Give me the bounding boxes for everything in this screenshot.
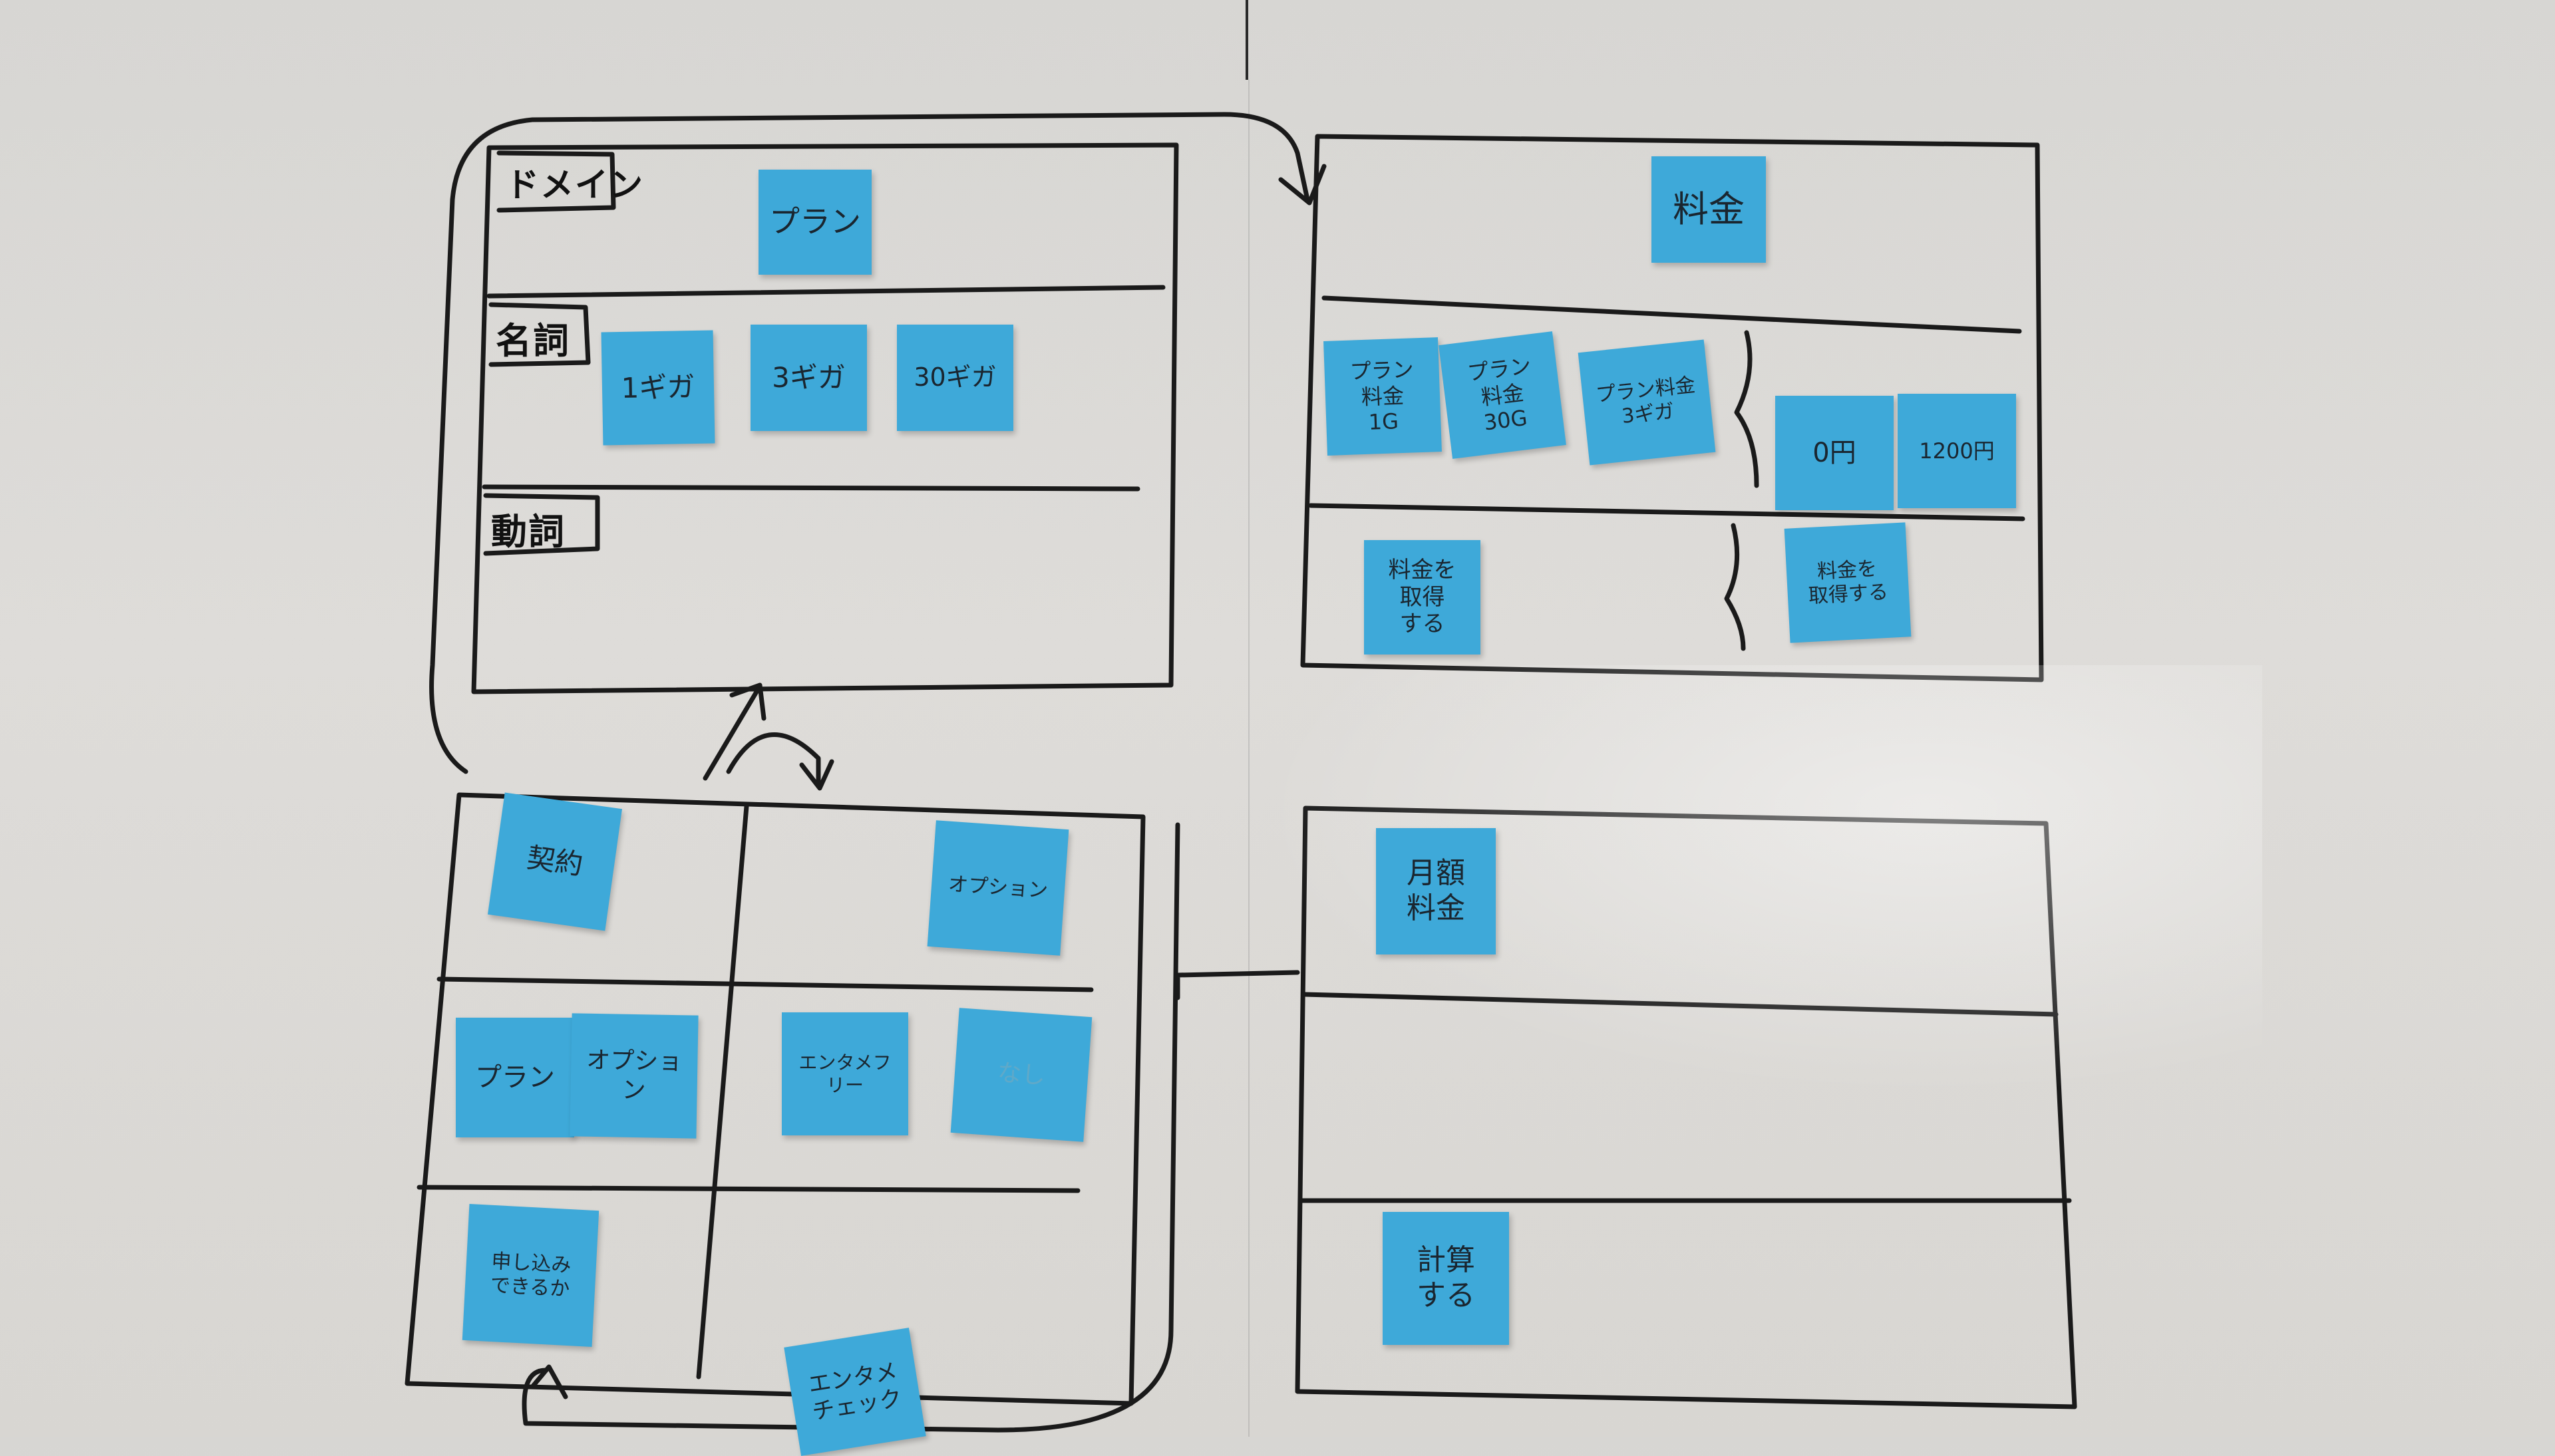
bottom-right-table-border: [1295, 805, 2077, 1409]
row-label-verb: 動詞: [491, 511, 566, 553]
noun-label-box: [488, 302, 591, 367]
row-label-noun: 名詞: [496, 320, 570, 362]
curve-arrow-head: [799, 759, 834, 791]
note-yen-1200: 1200円: [1898, 394, 2016, 508]
note-option-top: オプション: [927, 820, 1069, 956]
note-option-bottom: オプション: [570, 1013, 699, 1139]
brace-2: [1724, 523, 1746, 651]
board-seam-lower: [1248, 80, 1250, 1437]
up-arrow-head: [729, 682, 766, 721]
verb-label-box: [483, 493, 600, 556]
note-plan-price-3g: プラン料金 3ギガ: [1578, 339, 1716, 466]
note-monthly-price: 月額 料金: [1376, 828, 1496, 954]
note-giga-1: 1ギガ: [601, 330, 715, 446]
board-seam: [1246, 0, 1248, 80]
up-arrow: [703, 686, 761, 781]
row-label-domain: ドメイン: [506, 166, 644, 204]
note-contract: 契約: [487, 792, 623, 931]
top-left-row-line-2: [482, 484, 1140, 492]
loop-arrow-top-head: [1278, 164, 1327, 206]
note-plan-bottom: プラン: [456, 1018, 574, 1137]
note-giga-30: 30ギガ: [897, 325, 1013, 431]
note-giga-3: 3ギガ: [751, 325, 867, 431]
top-right-row-line-2: [1308, 503, 2025, 521]
note-price-top: 料金: [1651, 156, 1766, 263]
brace-1: [1734, 330, 1759, 488]
middle-bracket: [1175, 970, 1300, 1000]
bottom-loop: [522, 822, 1180, 1433]
note-plan-price-1g: プラン 料金 1G: [1323, 337, 1442, 456]
note-plan-price-30g: プラン 料金 30G: [1439, 331, 1566, 459]
note-calculate: 計算 する: [1383, 1212, 1509, 1345]
loop-arrow-top: [429, 112, 1310, 774]
note-entame-free: エンタメフリー: [782, 1012, 908, 1135]
top-left-table-border: [471, 142, 1179, 694]
note-plan-top: プラン: [759, 170, 872, 275]
note-apply-possible: 申し込み できるか: [462, 1204, 599, 1347]
bottom-right-row-line-1: [1301, 992, 2059, 1017]
domain-label-box: [496, 150, 616, 213]
note-get-price-right: 料金を 取得する: [1784, 522, 1912, 643]
bottom-left-divider: [696, 803, 749, 1380]
bottom-left-row-line-2: [417, 1185, 1081, 1193]
bottom-left-row-line-1: [436, 976, 1094, 992]
top-right-row-line-1: [1321, 295, 2022, 334]
curve-arrow: [726, 732, 821, 788]
note-get-price-left: 料金を 取得 する: [1364, 540, 1480, 655]
top-right-table-border: [1300, 134, 2044, 682]
note-faded: なし: [950, 1008, 1093, 1142]
top-left-row-line-1: [486, 285, 1166, 299]
note-yen-0: 0円: [1775, 396, 1894, 510]
bottom-loop-head: [530, 1364, 568, 1399]
